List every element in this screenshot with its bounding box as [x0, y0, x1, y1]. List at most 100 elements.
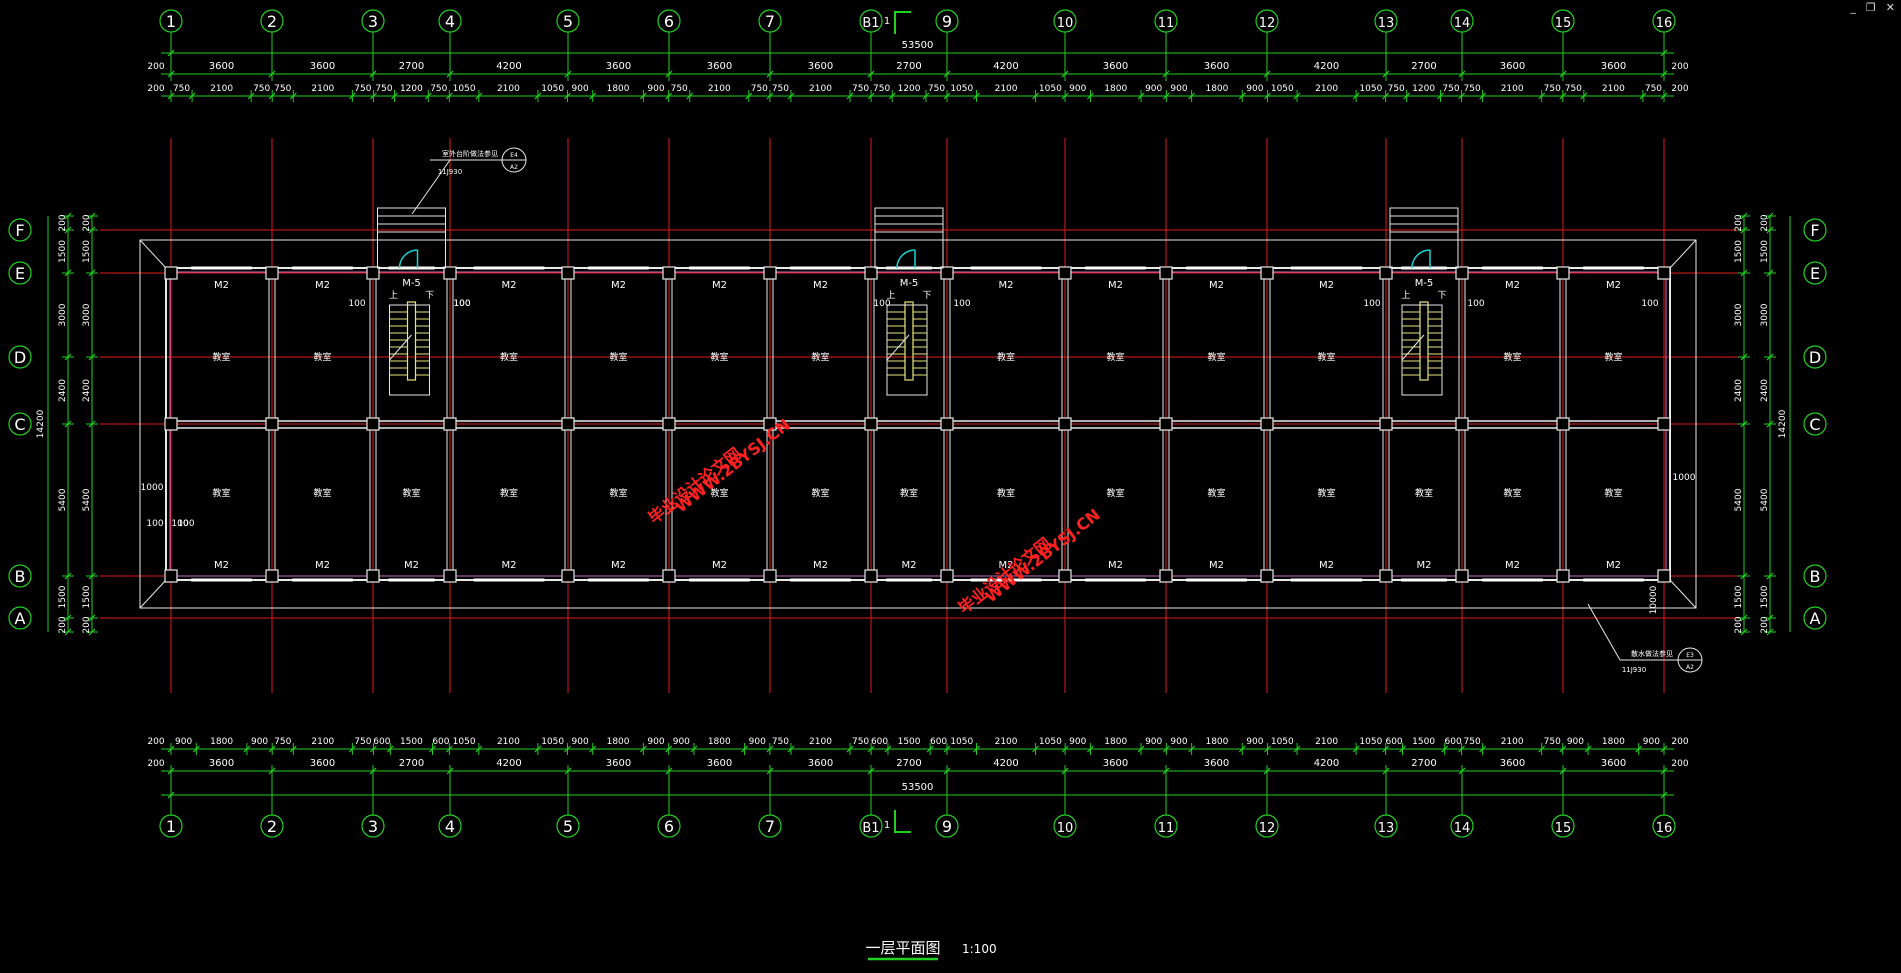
axis-label-15: 15 [1555, 16, 1572, 31]
floor-plan: M2教室教室M2M2教室教室M2M-5教室M2M2教室教室M2M2教室教室M2M… [139, 239, 1697, 614]
structural-column [1260, 569, 1274, 583]
axis-label-4: 4 [445, 12, 455, 31]
dim-tick [429, 745, 436, 753]
door-tag-top: M2 [1505, 280, 1520, 291]
bottom-windows-label: 1800 [210, 737, 233, 747]
bottom-windows-label: 900 [749, 737, 766, 747]
stair-handrail [1419, 301, 1429, 381]
top-windows-label: 1050 [541, 84, 564, 94]
room-name: 教室 [313, 487, 331, 499]
side-chain-label: 1500 [1760, 240, 1770, 263]
door-tag-top: M2 [1108, 280, 1123, 291]
gap-label: 100 [1641, 299, 1658, 309]
dim-tick [88, 420, 96, 428]
dim-tick [1639, 92, 1647, 100]
axis-bubble-9 [935, 9, 959, 33]
axis-label-12: 12 [1259, 821, 1276, 836]
top-windows-label: 750 [173, 84, 190, 94]
axis-bubble-2 [260, 814, 284, 838]
dim-tick [88, 226, 96, 234]
dim-tick [64, 226, 72, 234]
axis-label-7: 7 [765, 12, 775, 31]
top-windows-label: 2100 [708, 84, 731, 94]
room-name: 教室 [1604, 351, 1622, 363]
side-overall-label: 14200 [36, 409, 46, 438]
axis-label-4: 4 [445, 817, 455, 836]
top-bays-label: 3600 [1204, 61, 1229, 72]
side-chain-label: 2400 [58, 379, 68, 402]
axis-label-D: D [14, 348, 26, 367]
bottom-bays-label: 2700 [1411, 758, 1436, 769]
dim-tick [1740, 269, 1748, 277]
top-windows-label: 2100 [311, 84, 334, 94]
dim-tick [943, 92, 951, 100]
top-bays-label: 3600 [808, 61, 833, 72]
door-swing [398, 249, 418, 269]
dim-tick [1660, 745, 1668, 753]
side-chain-label: 1500 [58, 240, 68, 263]
dim-tick [1766, 420, 1774, 428]
structural-column [164, 417, 178, 431]
structural-column [561, 417, 575, 431]
axis-bubble-E [8, 261, 32, 285]
dim-tick [1086, 92, 1094, 100]
stair-break-line [389, 334, 412, 361]
axis-label-6: 6 [664, 12, 674, 31]
bottom-bays-label: 3600 [1204, 758, 1229, 769]
bottom-bays-label: 4200 [993, 758, 1018, 769]
bottom-windows-label: 2100 [497, 737, 520, 747]
door-tag-bottom: M2 [1505, 560, 1520, 571]
structural-column [1455, 417, 1469, 431]
bottom-windows-label: 750 [1544, 737, 1561, 747]
axis-bubble-10 [1053, 814, 1077, 838]
restore-icon[interactable]: ❐ [1865, 1, 1876, 14]
top-bays-label: 3600 [1601, 61, 1626, 72]
axis-label-2: 2 [267, 817, 277, 836]
dim-tick [1479, 92, 1487, 100]
dim-tick [1061, 745, 1069, 753]
bottom-windows-label: 750 [354, 737, 371, 747]
gap-label: 100 [146, 519, 163, 529]
dim-tick [192, 745, 200, 753]
dim-tick [665, 745, 673, 753]
dim-tick [348, 92, 356, 100]
axis-label-A: A [15, 609, 26, 628]
watermark-line2: WWW.2BYSJ.CN [981, 505, 1103, 606]
dim-tick [589, 745, 597, 753]
bottom-bays-label: 4200 [496, 758, 521, 769]
bottom-windows-label: 600 [1445, 737, 1462, 747]
axis-bubble-15 [1551, 814, 1575, 838]
room-name: 教室 [212, 351, 230, 363]
side-chain-label: 1500 [82, 240, 92, 263]
dim-tick [1766, 628, 1774, 636]
dim-tick [64, 572, 72, 580]
top-note-text: 室外台阶做法参见 [442, 149, 498, 158]
structural-column [164, 569, 178, 583]
room-name: 教室 [313, 351, 331, 363]
dim-tick [1137, 745, 1145, 753]
entrance-steps [1389, 207, 1459, 269]
dim-tick [1061, 92, 1069, 100]
structural-column [763, 569, 777, 583]
axis-bubble-3 [361, 814, 385, 838]
bottom-bays-label: 3600 [310, 758, 335, 769]
gap-label: 100 [171, 519, 188, 529]
top-windows-label: 900 [1246, 84, 1263, 94]
structural-column [561, 266, 575, 280]
door-tag-bottom: M2 [813, 560, 828, 571]
bottom-note-text: 散水做法参见 [1631, 649, 1673, 658]
dim-tick [589, 92, 597, 100]
door-tag-top: M2 [502, 280, 517, 291]
dim-tick [289, 92, 297, 100]
top-windows-label: 750 [671, 84, 688, 94]
room-name: 教室 [1207, 351, 1225, 363]
side-chain-label: 1500 [58, 585, 68, 608]
close-icon[interactable]: ✕ [1885, 1, 1895, 14]
room-name: 教室 [1415, 487, 1433, 499]
side-chain-label: 3000 [1734, 303, 1744, 326]
dim-tick [1264, 745, 1271, 753]
structural-column [1058, 417, 1072, 431]
minimize-icon[interactable]: _ [1850, 1, 1856, 14]
axis-label-11: 11 [1158, 16, 1175, 31]
